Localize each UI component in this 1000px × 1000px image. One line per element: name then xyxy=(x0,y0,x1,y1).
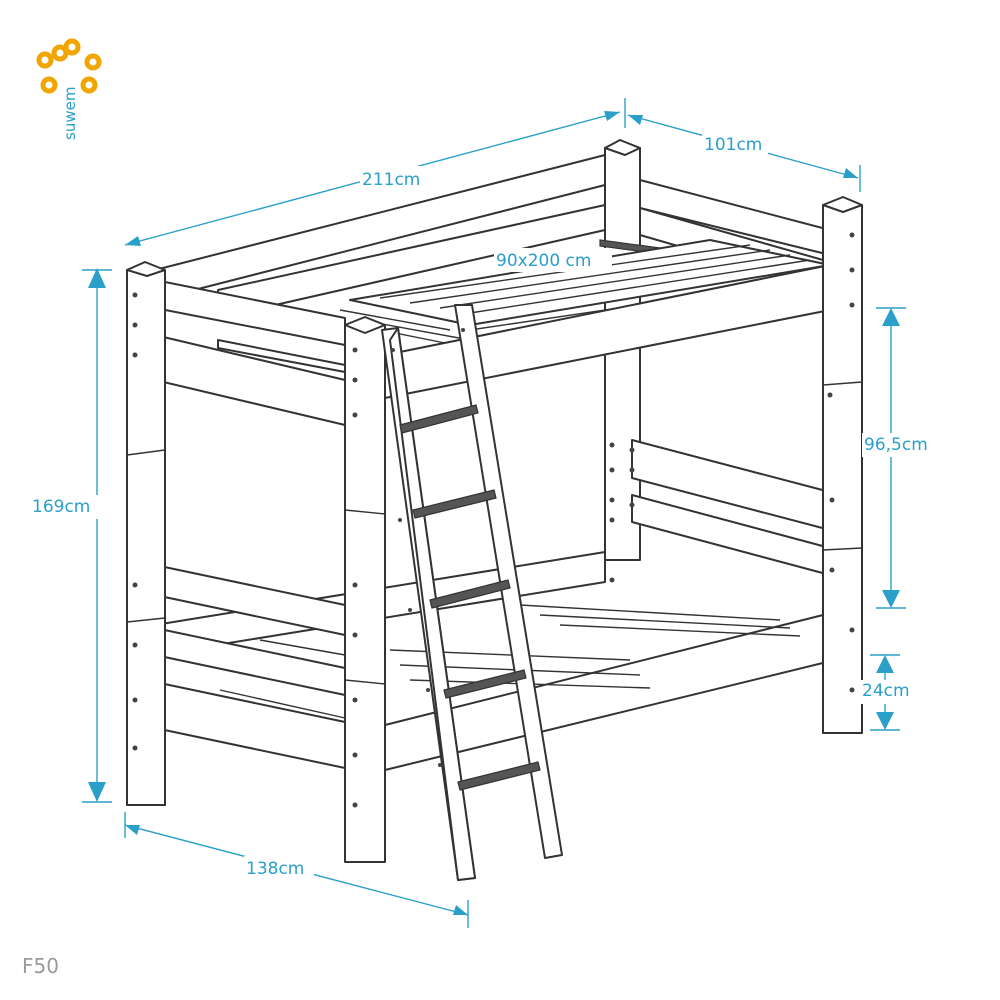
bunk-bed xyxy=(126,139,863,881)
product-code: F50 xyxy=(22,954,59,978)
suwem-logo: suwem xyxy=(36,38,102,140)
ladder-treads xyxy=(399,404,541,791)
label-mattress: 90x200 cm xyxy=(496,251,591,271)
label-floor-clearance: 24cm xyxy=(862,681,910,701)
post-front-left xyxy=(126,261,166,806)
label-ladder-footprint: 138cm xyxy=(246,859,304,879)
label-between-beds: 96,5cm xyxy=(864,435,928,455)
front-rail-upper xyxy=(154,264,831,426)
right-end-middle xyxy=(631,439,831,576)
flower-icon xyxy=(36,38,102,94)
post-front-middle xyxy=(344,316,386,863)
label-length: 211cm xyxy=(362,170,420,190)
brand-name: suwem xyxy=(61,87,79,140)
label-height: 169cm xyxy=(32,497,90,517)
post-back-right-holes xyxy=(609,442,635,583)
label-depth: 101cm xyxy=(704,135,762,155)
ladder xyxy=(381,304,563,881)
post-front-right xyxy=(822,196,863,734)
